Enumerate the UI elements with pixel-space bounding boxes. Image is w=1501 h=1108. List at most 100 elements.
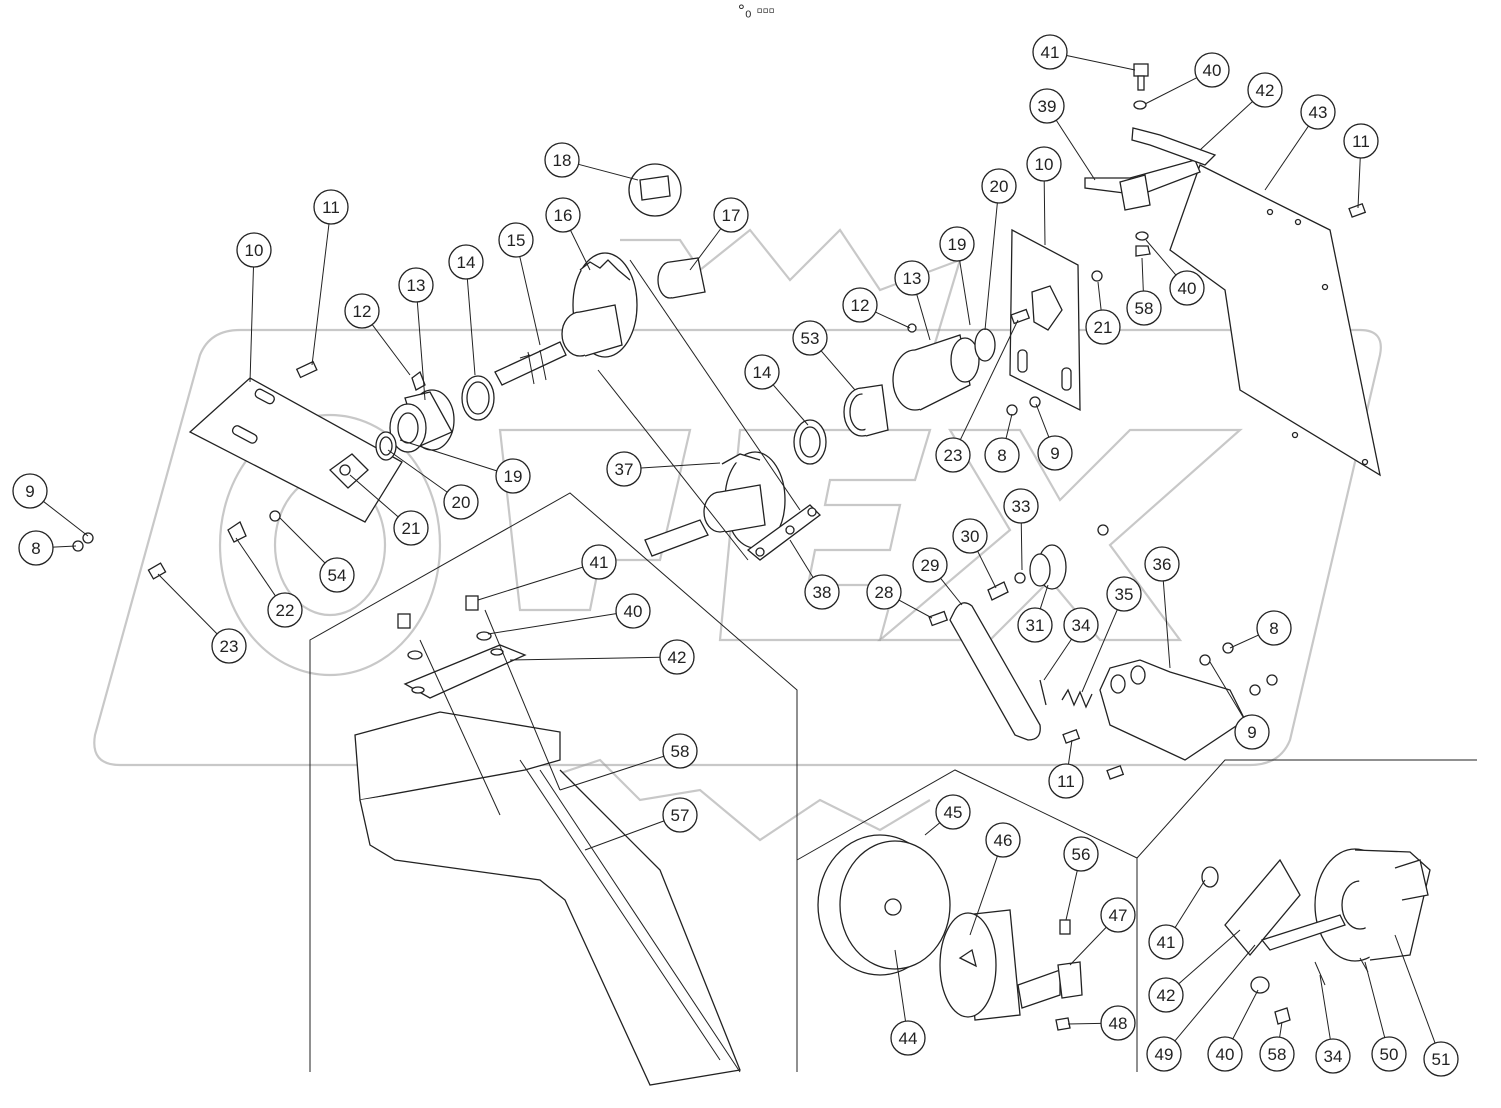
callout-label: 16 (554, 206, 573, 225)
callout-circle (1026, 146, 1062, 182)
callout-8: 8 (1256, 610, 1292, 646)
callout-13: 13 (894, 260, 930, 296)
callout-circle (842, 287, 878, 323)
stand-axis-line-2 (484, 609, 561, 791)
leader-line (477, 566, 583, 601)
callout-circle (319, 557, 355, 593)
callout-circle (1256, 610, 1292, 646)
arm-39 (1084, 159, 1201, 211)
callout-37: 37 (606, 451, 642, 487)
center-washer-14 (793, 419, 827, 465)
callout-label: 8 (1269, 619, 1278, 638)
callout-circle (615, 593, 651, 629)
leader-line (1020, 522, 1023, 571)
callout-circle (443, 484, 479, 520)
callout-circle (935, 794, 971, 830)
callout-circle (939, 226, 975, 262)
callout-circle (1148, 977, 1184, 1013)
leader-line (1141, 257, 1144, 292)
leader-line (820, 350, 856, 391)
leader-line (1174, 879, 1206, 928)
callout-label: 13 (407, 276, 426, 295)
callout-11: 11 (313, 189, 349, 225)
callout-label: 10 (1035, 155, 1054, 174)
callout-circle (713, 197, 749, 233)
callout-22: 22 (267, 592, 303, 628)
leader-line (311, 223, 330, 366)
motor-small-parts (1250, 957, 1369, 1025)
leader-line (984, 202, 998, 331)
callout-label: 36 (1153, 555, 1172, 574)
callout-circle (495, 458, 531, 494)
hub-46 (939, 909, 1061, 1021)
leader-line (940, 577, 963, 606)
callout-53: 53 (792, 320, 828, 356)
callout-label: 44 (899, 1029, 918, 1048)
callout-label: 13 (903, 269, 922, 288)
leader-line (875, 311, 911, 329)
callout-circle (1169, 270, 1205, 306)
callout-label: 45 (944, 803, 963, 822)
callout-circle (662, 797, 698, 833)
callout-label: 14 (753, 363, 772, 382)
callout-circle (1259, 1036, 1295, 1072)
callout-circle (1048, 763, 1084, 799)
callout-circle (744, 354, 780, 390)
callout-label: 20 (452, 493, 471, 512)
callout-circle (1144, 546, 1180, 582)
leader-line (689, 228, 722, 271)
leader-line (1043, 180, 1046, 246)
callout-circle (890, 1020, 926, 1056)
leader-lines (43, 55, 1436, 1044)
callout-label: 31 (1026, 616, 1045, 635)
leader-line (772, 384, 809, 426)
callout-38: 38 (804, 574, 840, 610)
callout-47: 47 (1100, 897, 1136, 933)
callout-label: 8 (997, 446, 1006, 465)
callout-circle (544, 142, 580, 178)
callout-21: 21 (393, 510, 429, 546)
callout-11: 11 (1343, 123, 1379, 159)
leader-line (1145, 239, 1177, 276)
leader-line (1043, 638, 1072, 681)
callout-label: 17 (722, 206, 741, 225)
callout-21: 21 (1085, 309, 1121, 345)
leader-line (977, 550, 997, 589)
sprocket-16 (561, 252, 638, 358)
callout-15: 15 (498, 222, 534, 258)
callout-label: 30 (961, 527, 980, 546)
chain-link-detail-18 (628, 163, 682, 217)
header-mark: °₀ ▫▫▫ (738, 1, 775, 20)
leader-line (1035, 403, 1050, 438)
hub-fasteners (1055, 919, 1083, 1031)
leader-line (1144, 77, 1198, 105)
callout-42: 42 (659, 639, 695, 675)
callout-circle (448, 244, 484, 280)
callout-label: 54 (328, 566, 347, 585)
callout-label: 22 (276, 601, 295, 620)
bracket-36 (1062, 642, 1278, 780)
leader-line (1209, 661, 1244, 718)
callout-label: 23 (220, 637, 239, 656)
left-screw-11 (295, 360, 318, 379)
left-snap-ring (375, 431, 397, 461)
callout-circle (398, 267, 434, 303)
leader-line (52, 545, 77, 548)
callout-label: 28 (875, 583, 894, 602)
callout-label: 11 (322, 198, 340, 217)
callout-label: 20 (990, 177, 1009, 196)
callout-circle (344, 293, 380, 329)
callout-label: 11 (1352, 132, 1370, 151)
callout-circle (236, 232, 272, 268)
lower-sprocket-37 (644, 451, 786, 557)
callout-34: 34 (1063, 607, 1099, 643)
callout-46: 46 (985, 822, 1021, 858)
callout-label: 50 (1380, 1045, 1399, 1064)
leader-line (584, 820, 665, 851)
callout-label: 40 (1178, 279, 1197, 298)
bushing-17 (657, 257, 706, 299)
callout-label: 11 (1057, 772, 1075, 791)
callout-40: 40 (1169, 270, 1205, 306)
